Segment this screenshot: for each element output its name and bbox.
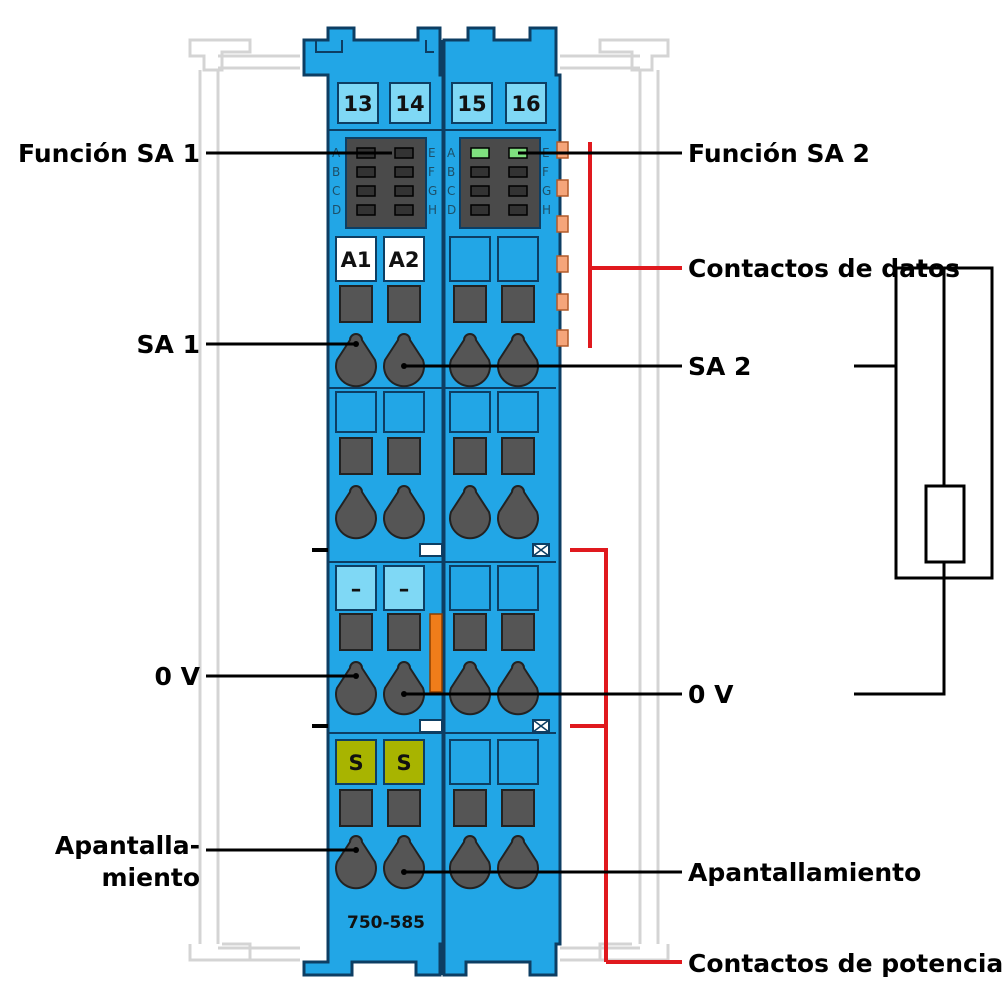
svg-text:B: B bbox=[332, 165, 340, 179]
marker-row-4: S S bbox=[335, 739, 539, 785]
svg-text:H: H bbox=[428, 203, 437, 217]
marker-a2-text: A2 bbox=[389, 248, 420, 272]
marker-s-1 bbox=[335, 739, 377, 785]
marker-row-3: – – bbox=[335, 565, 539, 611]
label-sa1: SA 1 bbox=[137, 330, 200, 359]
svg-text:D: D bbox=[332, 203, 341, 217]
orange-jumper bbox=[429, 613, 443, 693]
label-0v-left: 0 V bbox=[155, 662, 201, 691]
label-apantalla-line2: miento bbox=[102, 863, 201, 892]
svg-text:G: G bbox=[428, 184, 437, 198]
part-number: 750-585 bbox=[347, 913, 425, 933]
black-leaders bbox=[206, 151, 682, 874]
marker-row-1: A1 A2 bbox=[335, 236, 539, 282]
terminal-number-16 bbox=[505, 82, 547, 124]
terminal-number-14 bbox=[389, 82, 431, 124]
terminal-number-16-text: 16 bbox=[511, 92, 540, 116]
terminal-row-2 bbox=[339, 437, 535, 475]
led-on-indicator bbox=[470, 147, 490, 159]
terminal-row-4 bbox=[339, 789, 535, 827]
data-contacts bbox=[556, 141, 569, 347]
label-funcion-sa2: Función SA 2 bbox=[688, 139, 870, 168]
svg-text:G: G bbox=[542, 184, 551, 198]
marker-s-2 bbox=[383, 739, 425, 785]
marker-a1-text: A1 bbox=[341, 248, 372, 272]
marker-a1 bbox=[335, 236, 377, 282]
label-sa2: SA 2 bbox=[688, 352, 751, 381]
marker-s-1-text: S bbox=[348, 751, 363, 775]
terminal-numbers: 13 14 15 16 bbox=[337, 82, 547, 124]
label-apantalla-line1: Apantalla- bbox=[55, 831, 200, 860]
svg-text:D: D bbox=[447, 203, 456, 217]
marker-minus-1-text: – bbox=[351, 577, 362, 601]
terminal-number-15-text: 15 bbox=[457, 92, 486, 116]
clamp-row-2 bbox=[335, 485, 539, 540]
svg-text:F: F bbox=[428, 165, 435, 179]
red-brackets bbox=[570, 142, 682, 964]
fuse-symbol bbox=[854, 266, 994, 696]
marker-minus-2-text: – bbox=[399, 577, 410, 601]
label-apantallamiento: Apantallamiento bbox=[688, 858, 921, 887]
label-0v-right: 0 V bbox=[688, 680, 734, 709]
svg-text:C: C bbox=[332, 184, 340, 198]
led-panel-right bbox=[459, 137, 541, 229]
terminal-row-1 bbox=[339, 285, 535, 323]
segment-lines bbox=[328, 129, 556, 734]
terminal-number-14-text: 14 bbox=[395, 92, 424, 116]
marker-a2 bbox=[383, 236, 425, 282]
marker-row-2 bbox=[335, 391, 539, 433]
marker-minus-2 bbox=[383, 565, 425, 611]
power-contact-notches bbox=[312, 543, 550, 733]
leader-dots bbox=[353, 341, 407, 875]
din-rail-outline bbox=[188, 38, 670, 962]
marker-minus-1 bbox=[335, 565, 377, 611]
label-contactos-datos: Contactos de datos bbox=[688, 254, 960, 283]
svg-text:A: A bbox=[447, 146, 456, 160]
terminal-number-13-text: 13 bbox=[343, 92, 372, 116]
clamp-row-3 bbox=[335, 661, 539, 716]
svg-text:B: B bbox=[447, 165, 455, 179]
terminal-number-13 bbox=[337, 82, 379, 124]
terminal-row-3 bbox=[339, 613, 535, 651]
led-letters: A B C D E F G H A B C D E F G H bbox=[332, 146, 551, 217]
svg-text:E: E bbox=[428, 146, 436, 160]
svg-text:F: F bbox=[542, 165, 549, 179]
label-contactos-potencia: Contactos de potencia bbox=[688, 949, 1003, 978]
label-funcion-sa1: Función SA 1 bbox=[18, 139, 200, 168]
clamp-row-1 bbox=[335, 333, 539, 388]
svg-text:H: H bbox=[542, 203, 551, 217]
marker-s-2-text: S bbox=[396, 751, 411, 775]
svg-text:C: C bbox=[447, 184, 455, 198]
terminal-number-15 bbox=[451, 82, 493, 124]
